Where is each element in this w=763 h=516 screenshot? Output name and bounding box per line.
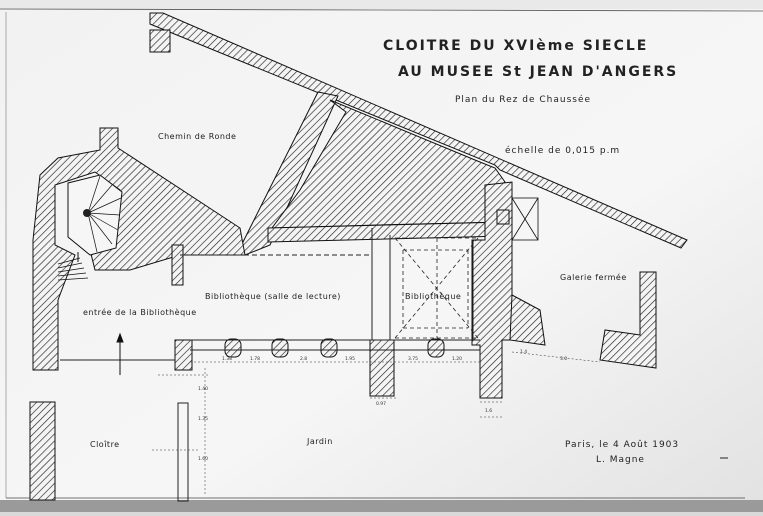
window-box (511, 197, 539, 241)
dim-4: 1.95 (345, 356, 355, 362)
label-jardin: Jardin (306, 437, 333, 446)
label-entree: entrée de la Bibliothèque (83, 307, 197, 317)
entry-steps (57, 257, 89, 281)
scale-note: échelle de 0,015 p.m (505, 145, 620, 156)
walls (29, 12, 688, 501)
dim-9: 1.60 (198, 456, 208, 462)
dim-1: 1.38 (222, 356, 232, 362)
title-line-1: CLOITRE DU XVIème SIECLE (383, 38, 648, 54)
dim-7: 1.40 (198, 386, 208, 392)
dimension-values: 1.38 1.78 2.8 1.95 3.75 1.20 1.40 1.35 1… (198, 349, 567, 462)
subtitle: Plan du Rez de Chaussée (455, 94, 591, 105)
gallery-lines (60, 228, 480, 502)
dim-10: 0.97 (376, 401, 386, 407)
signature-author: L. Magne (596, 455, 645, 465)
label-cloitre: Cloître (90, 440, 120, 449)
title-line-2: AU MUSEE St JEAN D'ANGERS (398, 64, 678, 80)
dim-13: 3.0 (560, 356, 567, 362)
columns (224, 338, 445, 358)
signature-date: Paris, le 4 Août 1903 (565, 440, 679, 450)
dim-5: 3.75 (408, 356, 418, 362)
dim-12: 1.4 (520, 349, 527, 355)
top-strip (0, 0, 763, 9)
dim-2: 1.78 (250, 356, 260, 362)
arrows (77, 252, 124, 375)
vault-lines (394, 237, 479, 339)
dim-8: 1.35 (198, 416, 208, 422)
dim-6: 1.20 (452, 356, 462, 362)
dim-11: 1.6 (485, 408, 492, 414)
spiral-staircase (57, 174, 123, 281)
label-galerie-fermee: Galerie fermée (560, 272, 627, 282)
label-bibliotheque: Bibliothèque (salle de lecture) (205, 291, 341, 301)
dimension-lines (152, 351, 601, 495)
dim-3: 2.8 (300, 356, 307, 362)
label-chemin-de-ronde: Chemin de Ronde (158, 132, 236, 141)
bottom-edge (0, 500, 763, 512)
label-bibliotheque-2: Bibliothèque (405, 291, 461, 301)
